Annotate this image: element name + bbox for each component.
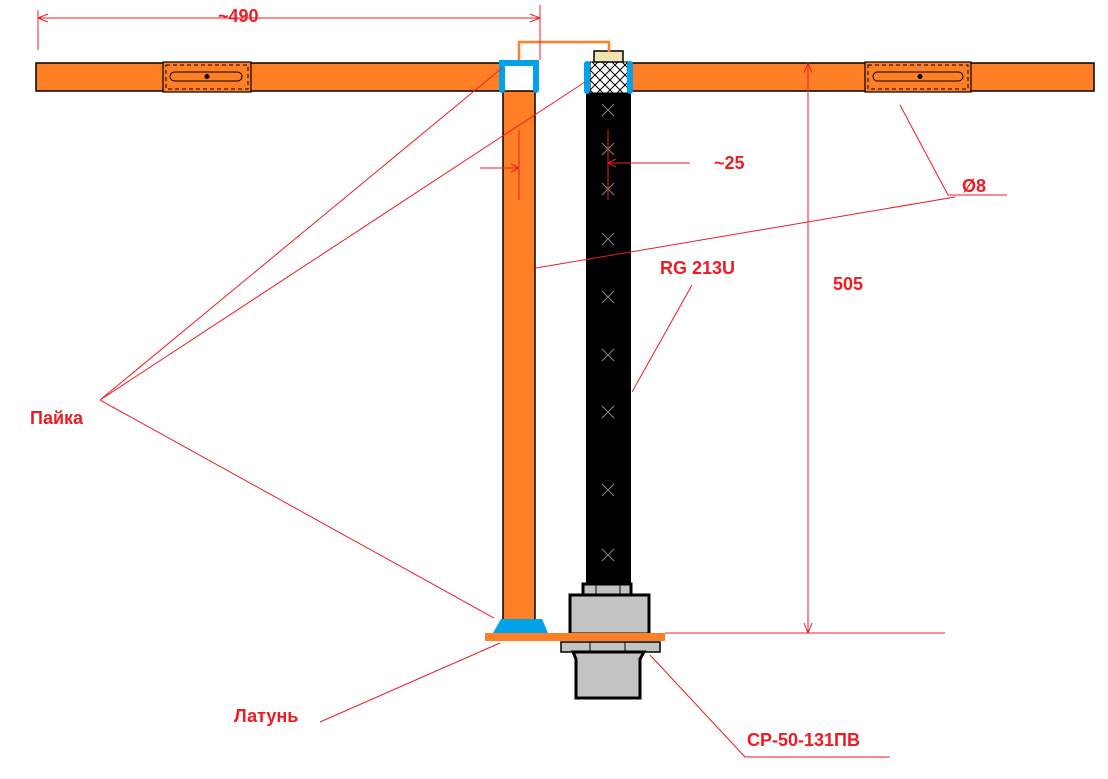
brass-plate xyxy=(485,633,665,641)
connector-label: СР-50-131ПВ xyxy=(747,730,860,750)
right-clamp xyxy=(864,61,972,93)
left-clamp xyxy=(162,61,252,93)
connector xyxy=(485,582,665,700)
annotation-lines xyxy=(37,5,1007,758)
length-label: ~490 xyxy=(218,6,259,26)
brass-label: Латунь xyxy=(234,706,298,726)
solder-joint-braid xyxy=(584,61,633,94)
height-label: 505 xyxy=(833,274,863,294)
diameter-label: Ø8 xyxy=(962,176,986,196)
right-dipole-arm xyxy=(629,62,1095,92)
coax-center-conductor xyxy=(593,50,624,63)
solder-joint-bottom xyxy=(493,619,548,633)
left-dipole-arm xyxy=(35,62,503,92)
solder-joint-top xyxy=(499,60,539,93)
matching-tube xyxy=(502,90,536,622)
jumper-wire xyxy=(517,40,611,60)
spacing-label: ~25 xyxy=(714,153,745,173)
cable-label: RG 213U xyxy=(660,258,735,278)
solder-label: Пайка xyxy=(30,408,84,428)
